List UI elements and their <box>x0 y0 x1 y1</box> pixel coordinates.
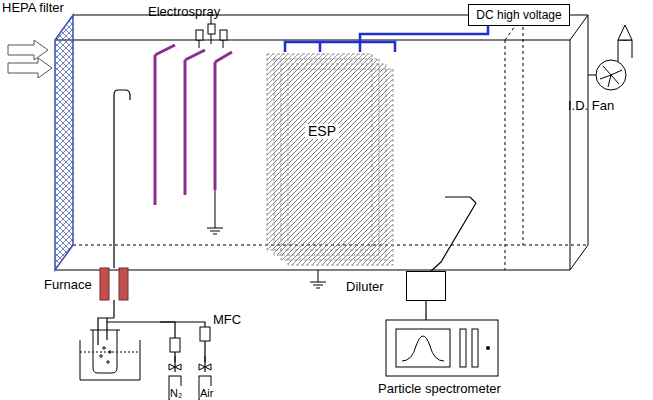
esp-section: ESP <box>265 52 400 270</box>
spectrometer: Particle spectrometer <box>372 316 522 398</box>
power-supply-box: DC high voltage <box>468 4 570 26</box>
furnace-label: Furnace <box>44 277 92 292</box>
diluter-box: Diluter <box>346 271 446 301</box>
filter-label: HEPA filter <box>2 0 64 15</box>
node-text: DC high voltage <box>469 5 569 23</box>
gas-label: N₂ <box>170 386 182 400</box>
node-text: Diluter <box>346 279 384 294</box>
sample-line <box>425 301 426 320</box>
fan-label: I.D. Fan <box>568 98 614 113</box>
hv-cable <box>360 26 488 42</box>
mfc-label: MFC <box>213 312 241 327</box>
node-text: ESP <box>305 124 339 139</box>
spectrometer-device <box>372 316 522 378</box>
electrospray-label: Electrospray <box>148 4 220 19</box>
esp-plates <box>265 52 400 270</box>
node-text: Particle spectrometer <box>378 381 501 396</box>
gas-label: Air <box>200 386 213 400</box>
diluter-body <box>406 271 446 301</box>
